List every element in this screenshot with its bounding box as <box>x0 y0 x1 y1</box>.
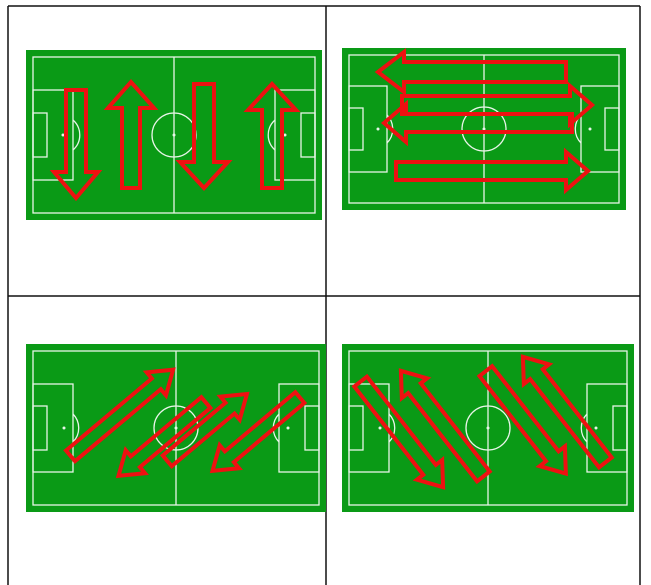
pitch <box>26 50 322 220</box>
panel-top-left <box>26 50 322 220</box>
pitch <box>26 344 326 512</box>
panel-bottom-left <box>26 344 326 512</box>
pitch <box>342 48 626 210</box>
panel-bottom-right <box>342 344 634 512</box>
panel-top-right <box>342 48 626 210</box>
